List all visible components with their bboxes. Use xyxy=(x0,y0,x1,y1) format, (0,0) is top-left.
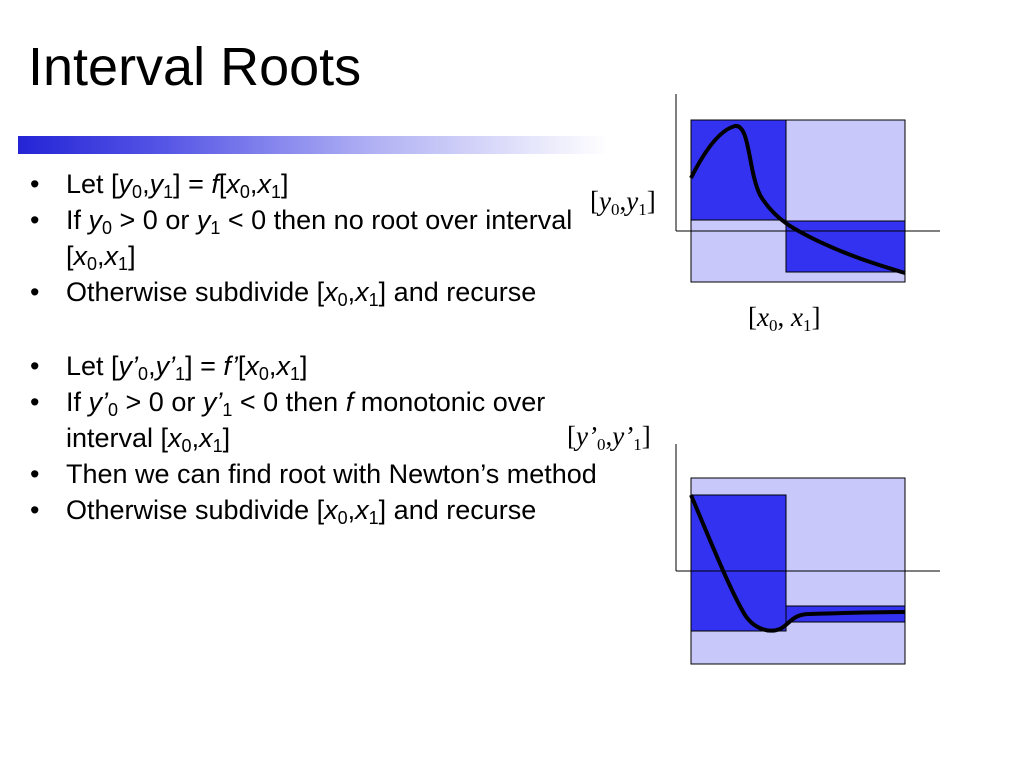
bullet-dot: • xyxy=(30,205,40,235)
derivative-interval-diagram xyxy=(675,444,940,665)
bullet-dot: • xyxy=(30,351,40,381)
bullet-list: •Let [y0,y1] = f[x0,x1] •If y0 > 0 or y1… xyxy=(30,166,610,528)
slide-title: Interval Roots xyxy=(28,37,362,97)
bullet-if-y: •If y0 > 0 or y1 < 0 then no root over i… xyxy=(30,202,610,274)
x-range-label: [x0, x1] xyxy=(748,302,821,335)
bullet-gap xyxy=(30,310,610,348)
y-range-label: [y0,y1] xyxy=(590,186,656,219)
title-underline-bar xyxy=(18,136,608,154)
bullet-let-y: •Let [y0,y1] = f[x0,x1] xyxy=(30,166,610,202)
bullet-dot: • xyxy=(30,495,40,525)
bullet-dot: • xyxy=(30,169,40,199)
bullet-if-yprime: •If y’0 > 0 or y’1 < 0 then f monotonic … xyxy=(30,384,610,456)
bullet-dot: • xyxy=(30,277,40,307)
bullet-let-yprime: •Let [y’0,y’1] = f’[x0,x1] xyxy=(30,348,610,384)
function-curve xyxy=(689,124,906,275)
bullet-newton: •Then we can find root with Newton’s met… xyxy=(30,456,610,492)
bullet-otherwise-1: •Otherwise subdivide [x0,x1] and recurse xyxy=(30,274,610,310)
yprime-range-label: [y’0,y’1] xyxy=(567,421,651,454)
right-subinterval-box xyxy=(785,220,906,273)
left-subinterval-box xyxy=(690,119,787,221)
derivative-curve xyxy=(689,494,906,633)
bullet-otherwise-2: •Otherwise subdivide [x0,x1] and recurse xyxy=(30,492,610,528)
function-interval-diagram xyxy=(675,94,940,283)
bullet-dot: • xyxy=(30,459,40,489)
left-subinterval-box xyxy=(690,494,787,632)
bullet-dot: • xyxy=(30,387,40,417)
